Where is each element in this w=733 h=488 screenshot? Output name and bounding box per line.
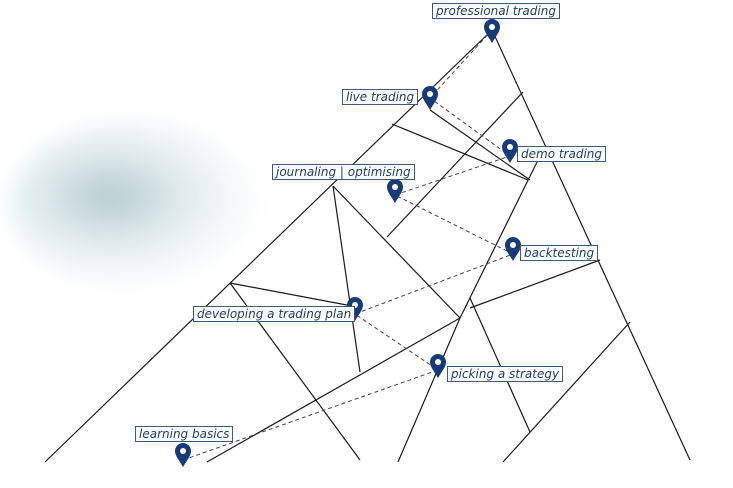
blurred-background-patch [10, 120, 260, 290]
label-learning-basics: learning basics [135, 426, 234, 442]
facet-line [502, 321, 631, 463]
facet-line [459, 159, 539, 319]
progress-path [182, 29, 515, 461]
facet-line [391, 123, 529, 181]
facet-line [469, 259, 601, 309]
facet-line [386, 91, 524, 238]
pin-icon [175, 443, 191, 467]
pin-icon [387, 179, 403, 203]
label-live-trading: live trading [342, 89, 419, 105]
facet-line [397, 317, 461, 463]
label-journaling-optimising: journaling | optimising [272, 164, 415, 180]
facet-line [206, 317, 461, 463]
facet-line [429, 109, 531, 181]
pin-icon [484, 19, 500, 43]
label-professional-trading: professional trading [432, 3, 560, 19]
pin-icon [430, 354, 446, 378]
label-backtesting: backtesting [520, 245, 599, 261]
label-developing-a-trading-plan: developing a trading plan [193, 306, 356, 322]
pins [175, 19, 521, 467]
pin-icon [505, 237, 521, 261]
facet-line [332, 185, 361, 373]
pin-icon [502, 139, 518, 163]
facet-line [229, 282, 353, 307]
label-demo-trading: demo trading [517, 146, 607, 162]
pin-icon [422, 86, 438, 110]
label-picking-a-strategy: picking a strategy [447, 366, 564, 382]
facet-line [469, 297, 531, 433]
facet-line [332, 185, 461, 319]
